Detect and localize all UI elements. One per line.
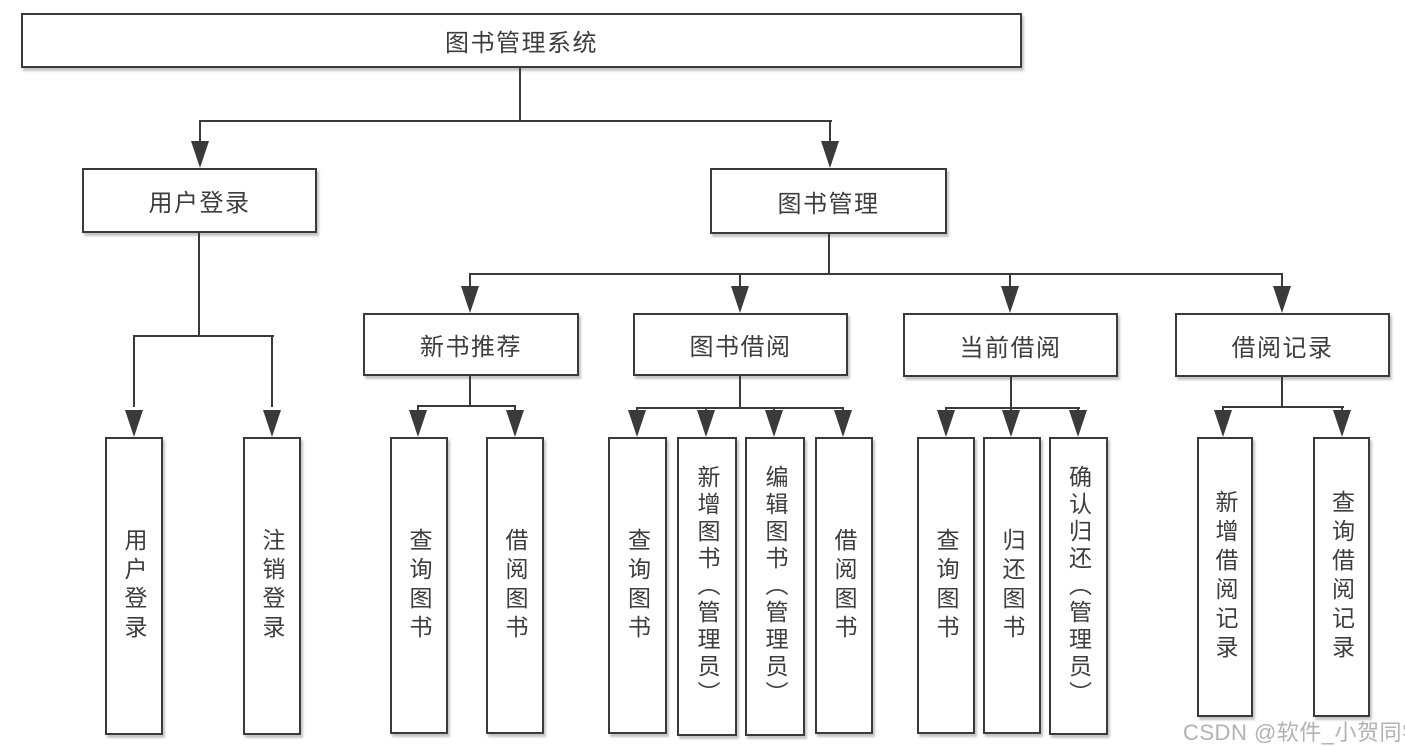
leaf-edit-books-admin: 编辑图书（管理员） bbox=[745, 437, 805, 736]
leaf-query-books-borrowing: 查询图书 bbox=[608, 437, 667, 734]
node-label: 当前借阅 bbox=[959, 334, 1062, 362]
leaf-query-borrow-record: 查询借阅记录 bbox=[1313, 437, 1370, 717]
leaf-label: 查询借阅记录 bbox=[1328, 490, 1355, 664]
connector-arrow-shaft bbox=[1009, 273, 1011, 289]
arrow-down-icon bbox=[628, 410, 646, 437]
arrow-down-icon bbox=[125, 410, 143, 437]
node-new-book-recommendation: 新书推荐 bbox=[363, 313, 579, 376]
connector-section3-rail bbox=[945, 407, 1080, 409]
arrow-down-icon bbox=[1002, 410, 1020, 437]
arrow-down-icon bbox=[937, 410, 955, 437]
arrow-down-icon bbox=[1069, 410, 1087, 437]
node-book-borrowing: 图书借阅 bbox=[633, 313, 848, 376]
arrow-down-icon bbox=[409, 410, 427, 437]
connector-login-stem bbox=[198, 232, 200, 337]
arrow-down-icon bbox=[731, 286, 749, 313]
node-label: 借阅记录 bbox=[1231, 334, 1334, 362]
leaf-borrow-books-borrowing: 借阅图书 bbox=[815, 437, 873, 734]
arrow-down-icon bbox=[834, 410, 852, 437]
leaf-label: 确认归还（管理员） bbox=[1065, 464, 1092, 708]
connector-management-stem bbox=[828, 233, 830, 275]
connector-section1-stem bbox=[469, 375, 471, 407]
connector-arrow-shaft bbox=[514, 405, 516, 413]
leaf-add-borrow-record: 新增借阅记录 bbox=[1197, 437, 1253, 717]
connector-section3-stem bbox=[1010, 377, 1012, 409]
leaf-label: 编辑图书（管理员） bbox=[762, 465, 788, 708]
leaf-label: 用户登录 bbox=[121, 528, 147, 644]
node-label: 图书借阅 bbox=[689, 334, 792, 361]
node-book-management: 图书管理 bbox=[710, 168, 947, 234]
connector-management-rail bbox=[469, 273, 1283, 275]
leaf-user-login: 用户登录 bbox=[105, 437, 163, 735]
leaf-label: 借阅图书 bbox=[831, 527, 857, 644]
leaf-confirm-return-admin: 确认归还（管理员） bbox=[1049, 437, 1108, 735]
leaf-query-books-current: 查询图书 bbox=[917, 437, 975, 734]
connector-arrow-shaft bbox=[133, 335, 135, 407]
arrow-down-icon bbox=[191, 141, 209, 168]
connector-arrow-shaft bbox=[1341, 406, 1343, 413]
node-borrowing-records: 借阅记录 bbox=[1175, 313, 1390, 377]
connector-arrow-shaft bbox=[1281, 273, 1283, 289]
leaf-label: 注销登录 bbox=[259, 528, 285, 644]
connector-arrow-shaft bbox=[829, 120, 831, 146]
connector-login-rail bbox=[133, 335, 274, 337]
node-label: 用户登录 bbox=[148, 190, 251, 217]
arrow-down-icon bbox=[1001, 286, 1019, 313]
arrow-down-icon bbox=[506, 410, 524, 437]
leaf-label: 新增借阅记录 bbox=[1212, 490, 1238, 664]
leaf-query-books-recommend: 查询图书 bbox=[390, 437, 448, 734]
connector-section4-stem bbox=[1281, 377, 1283, 408]
leaf-borrow-books-recommend: 借阅图书 bbox=[486, 437, 544, 734]
arrow-down-icon bbox=[1333, 410, 1351, 437]
node-label: 图书管理 bbox=[777, 190, 880, 218]
leaf-add-books-admin: 新增图书（管理员） bbox=[677, 437, 737, 736]
csdn-watermark: CSDN @软件_小贺同学 bbox=[1183, 720, 1405, 745]
leaf-logout: 注销登录 bbox=[243, 437, 301, 735]
arrow-down-icon bbox=[1273, 286, 1291, 313]
node-user-login: 用户登录 bbox=[82, 168, 317, 233]
node-library-management-system: 图书管理系统 bbox=[21, 13, 1022, 68]
leaf-label: 借阅图书 bbox=[502, 527, 528, 644]
leaf-label: 查询图书 bbox=[406, 527, 432, 644]
connector-section2-rail bbox=[636, 407, 844, 409]
leaf-label: 新增图书（管理员） bbox=[694, 465, 720, 708]
connector-arrow-shaft bbox=[739, 273, 741, 289]
node-label: 图书管理系统 bbox=[445, 30, 598, 57]
leaf-label: 查询图书 bbox=[624, 527, 651, 644]
connector-arrow-shaft bbox=[1222, 406, 1224, 413]
connector-arrow-shaft bbox=[417, 405, 419, 413]
arrow-down-icon bbox=[461, 286, 479, 313]
leaf-label: 查询图书 bbox=[933, 527, 959, 644]
connector-section4-rail bbox=[1222, 406, 1344, 408]
leaf-label: 归还图书 bbox=[999, 527, 1025, 644]
connector-arrow-shaft bbox=[271, 335, 273, 407]
arrow-down-icon bbox=[697, 410, 715, 437]
connector-root-stem bbox=[519, 68, 521, 122]
node-current-borrowing: 当前借阅 bbox=[903, 313, 1118, 377]
connector-arrow-shaft bbox=[199, 120, 201, 146]
connector-arrow-shaft bbox=[469, 273, 471, 289]
arrow-down-icon bbox=[821, 141, 839, 168]
connector-section2-stem bbox=[739, 375, 741, 409]
arrow-down-icon bbox=[263, 410, 281, 437]
arrow-down-icon bbox=[1214, 410, 1232, 437]
arrow-down-icon bbox=[765, 410, 783, 437]
connector-section1-rail bbox=[417, 405, 516, 407]
node-label: 新书推荐 bbox=[420, 334, 522, 361]
leaf-return-books: 归还图书 bbox=[983, 437, 1041, 734]
connector-root-rail bbox=[199, 120, 832, 122]
